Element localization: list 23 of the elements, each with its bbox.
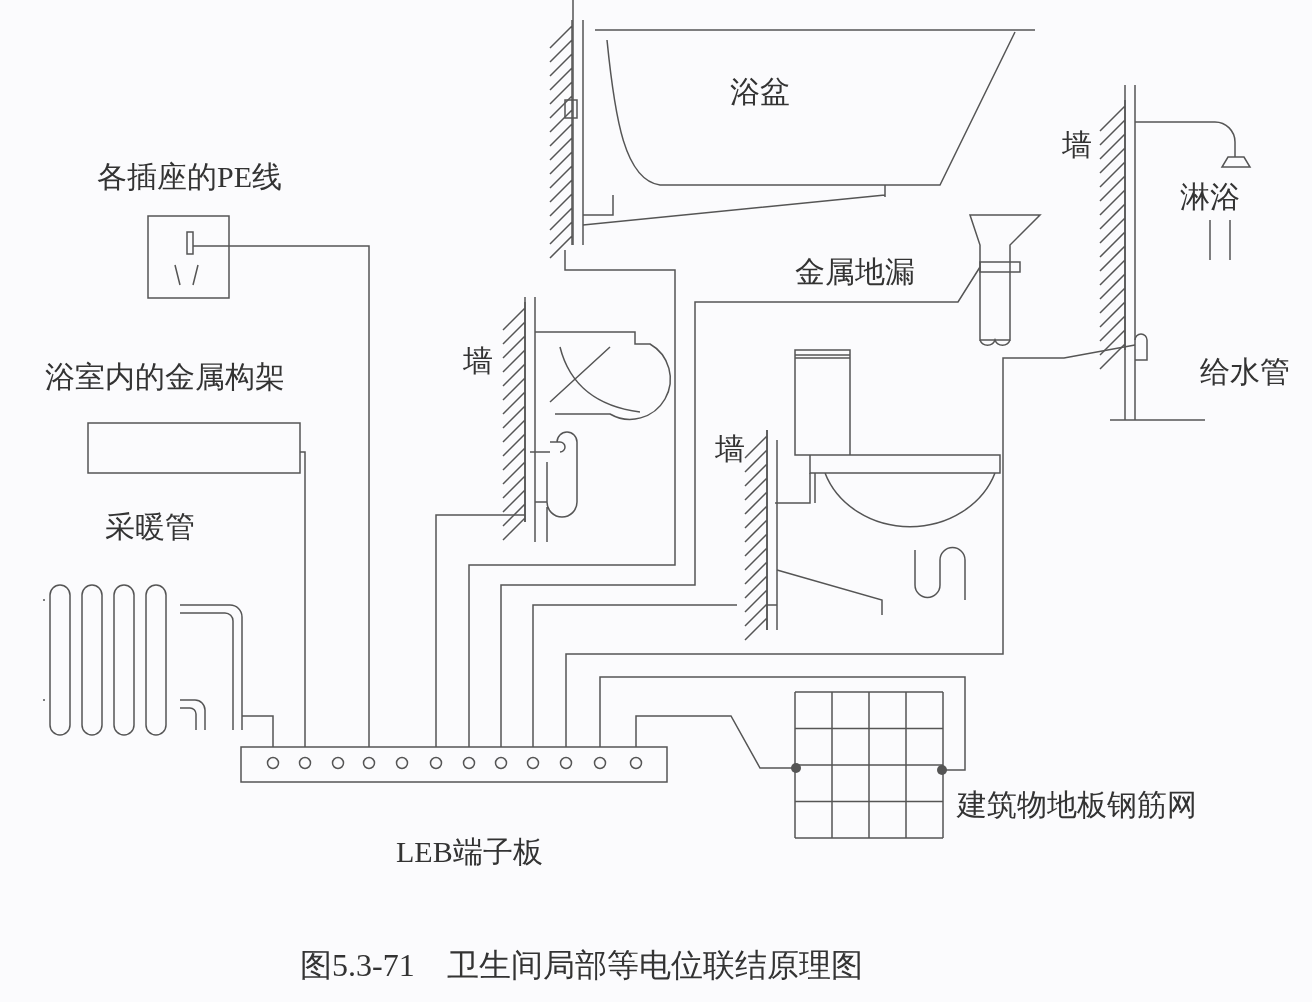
bonding-wire [319,245,370,748]
label-text: 墙 [463,344,493,378]
bonding-wire [532,604,716,748]
bonding-wire [435,514,456,748]
label-text: 浴盆 [730,75,790,109]
label-text: 墙 [1062,128,1092,162]
label-text: 给水管 [1200,355,1290,389]
label-text: 淋浴 [1180,180,1240,214]
figure-caption: 图5.3-71 卫生间局部等电位联结原理图 [300,948,863,982]
bonding-wire [468,249,676,748]
bonding-wire [244,715,274,748]
label-text: 采暖管 [105,510,195,544]
bonding-wire [565,357,1061,748]
bonding-wire [500,301,791,748]
label-text: 浴室内的金属构架 [45,360,285,394]
bonding-wire [304,475,306,748]
label-text: 金属地漏 [795,255,915,289]
label-text: 各插座的PE线 [97,160,282,194]
label-text: LEB端子板 [396,835,543,869]
bonding-wire [635,715,794,769]
bonding-wire [599,676,966,771]
label-text: 墙 [715,432,745,466]
label-text: 建筑物地板钢筋网 [957,788,1197,822]
